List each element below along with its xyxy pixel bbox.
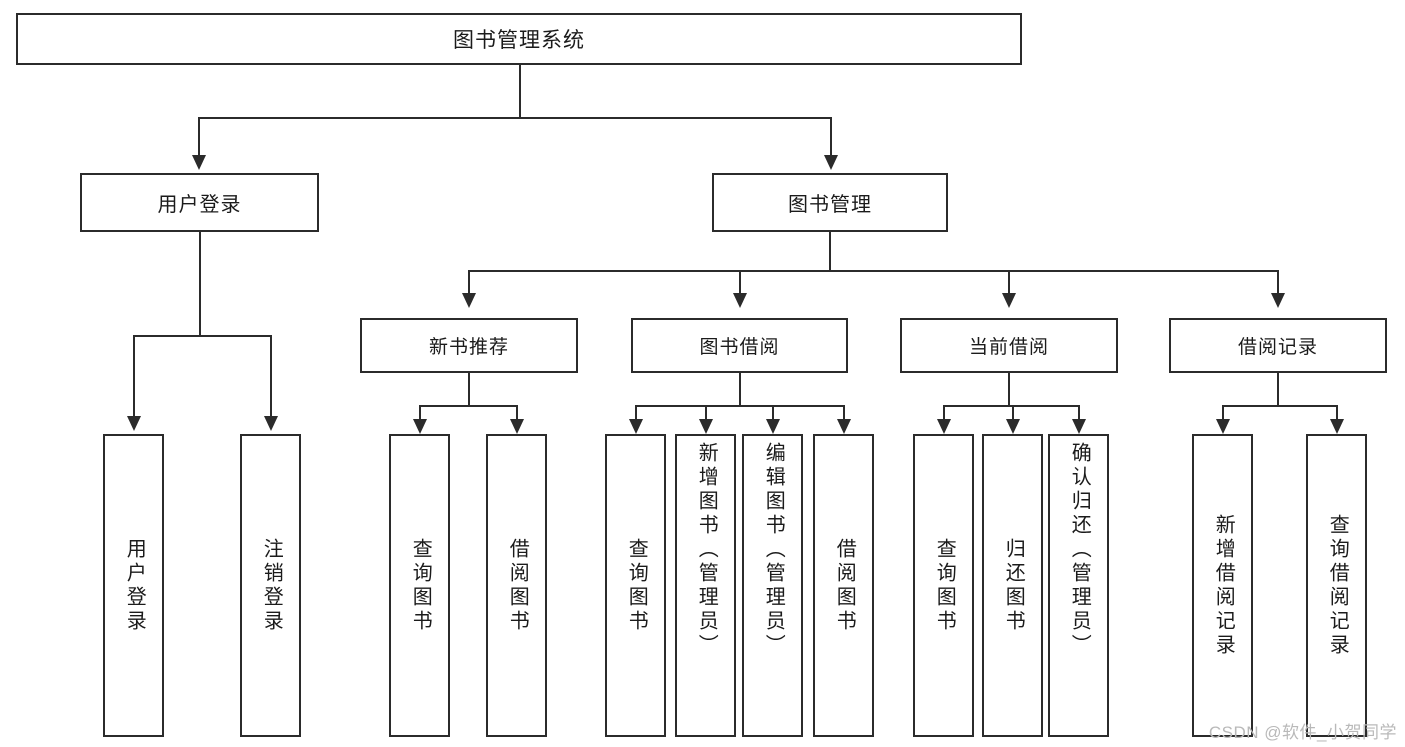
node-borrow-record[interactable]: 借阅记录	[1169, 318, 1387, 373]
edge-bookborrow-bar	[635, 405, 845, 407]
leaf-return-book[interactable]: 归还图书	[982, 434, 1043, 737]
arrow-record-d2	[1330, 419, 1344, 434]
arrow-user-to-leaf2	[264, 416, 278, 431]
arrow-root-to-user	[192, 155, 206, 170]
node-current-borrow[interactable]: 当前借阅	[900, 318, 1118, 373]
node-label: 图书管理	[788, 194, 872, 216]
edge-book-bar	[468, 270, 1278, 272]
leaf-query-book-borrow[interactable]: 查询图书	[605, 434, 666, 737]
edge-newbook-d1	[419, 405, 421, 421]
edge-currentborrow-d1	[943, 405, 945, 421]
edge-book-to-current	[1008, 270, 1010, 295]
leaf-borrow-book-recommend[interactable]: 借阅图书	[486, 434, 547, 737]
arrow-newbook-d1	[413, 419, 427, 434]
leaf-borrow-book[interactable]: 借阅图书	[813, 434, 874, 737]
arrow-bookborrow-d2	[699, 419, 713, 434]
node-label: 用户登录	[123, 537, 146, 634]
arrow-bookborrow-d1	[629, 419, 643, 434]
arrow-newbook-d2	[510, 419, 524, 434]
node-label: 查询图书	[933, 537, 956, 634]
node-label: 用户登录	[157, 194, 242, 216]
leaf-logout[interactable]: 注销登录	[240, 434, 301, 737]
node-label: 查询图书	[409, 537, 432, 634]
node-label: 借阅图书	[833, 537, 856, 634]
watermark-text: CSDN @软件_小贺同学	[1208, 723, 1397, 742]
node-root[interactable]: 图书管理系统	[16, 13, 1022, 65]
leaf-add-book-admin[interactable]: 新增图书（管理员）	[675, 434, 736, 737]
node-label: 注销登录	[260, 537, 283, 634]
node-book-management[interactable]: 图书管理	[712, 173, 948, 232]
edge-record-d1	[1222, 405, 1224, 421]
arrow-book-to-current	[1002, 293, 1016, 308]
edge-root-to-user	[198, 117, 200, 157]
edge-book-to-record	[1277, 270, 1279, 295]
leaf-confirm-return-admin[interactable]: 确认归还（管理员）	[1048, 434, 1109, 737]
edge-currentborrow-trunk	[1008, 373, 1010, 406]
arrow-book-to-borrow	[733, 293, 747, 308]
edge-user-to-leaf1	[133, 335, 135, 418]
edge-user-trunk	[199, 232, 201, 336]
leaf-query-book-recommend[interactable]: 查询图书	[389, 434, 450, 737]
edge-newbook-trunk	[468, 373, 470, 406]
edge-bookborrow-d4	[843, 405, 845, 421]
edge-user-bar	[133, 335, 272, 337]
arrow-record-d1	[1216, 419, 1230, 434]
node-label: 图书管理系统	[453, 29, 585, 52]
node-book-borrow[interactable]: 图书借阅	[631, 318, 848, 373]
edge-record-trunk	[1277, 373, 1279, 406]
edge-book-to-borrow	[739, 270, 741, 295]
edge-bookborrow-trunk	[739, 373, 741, 406]
node-label: 查询图书	[625, 537, 648, 634]
leaf-user-login[interactable]: 用户登录	[103, 434, 164, 737]
node-label: 借阅图书	[506, 537, 529, 634]
edge-bookborrow-d2	[705, 405, 707, 421]
edge-newbook-bar	[419, 405, 518, 407]
arrow-book-to-newbook	[462, 293, 476, 308]
edge-bookborrow-d3	[772, 405, 774, 421]
arrow-book-to-record	[1271, 293, 1285, 308]
edge-record-d2	[1336, 405, 1338, 421]
arrow-bookborrow-d3	[766, 419, 780, 434]
edge-book-to-newbook	[468, 270, 470, 295]
leaf-query-borrow-record[interactable]: 查询借阅记录	[1306, 434, 1367, 737]
leaf-query-book-current[interactable]: 查询图书	[913, 434, 974, 737]
edge-bookborrow-d1	[635, 405, 637, 421]
node-user-login[interactable]: 用户登录	[80, 173, 319, 232]
node-label: 确认归还（管理员）	[1068, 442, 1091, 658]
node-label: 借阅记录	[1237, 337, 1318, 358]
edge-currentborrow-bar	[943, 405, 1080, 407]
edge-root-to-book	[830, 117, 832, 157]
leaf-add-borrow-record[interactable]: 新增借阅记录	[1192, 434, 1253, 737]
edge-record-bar	[1222, 405, 1338, 407]
node-label: 图书借阅	[699, 337, 780, 358]
edge-root-trunk	[519, 65, 521, 118]
edge-currentborrow-d3	[1078, 405, 1080, 421]
node-label: 当前借阅	[968, 337, 1049, 358]
node-label: 归还图书	[1002, 537, 1025, 634]
leaf-edit-book-admin[interactable]: 编辑图书（管理员）	[742, 434, 803, 737]
edge-user-to-leaf2	[270, 335, 272, 418]
edge-root-bar	[198, 117, 832, 119]
arrow-user-to-leaf1	[127, 416, 141, 431]
node-new-book-recommend[interactable]: 新书推荐	[360, 318, 578, 373]
node-label: 查询借阅记录	[1326, 513, 1349, 658]
edge-book-trunk	[829, 232, 831, 271]
node-label: 新书推荐	[428, 337, 509, 358]
edge-newbook-d2	[516, 405, 518, 421]
node-label: 新增图书（管理员）	[695, 442, 718, 658]
arrow-root-to-book	[824, 155, 838, 170]
arrow-currentborrow-d2	[1006, 419, 1020, 434]
node-label: 编辑图书（管理员）	[762, 442, 785, 658]
edge-currentborrow-d2	[1012, 405, 1014, 421]
arrow-currentborrow-d1	[937, 419, 951, 434]
node-label: 新增借阅记录	[1212, 513, 1235, 658]
arrow-bookborrow-d4	[837, 419, 851, 434]
arrow-currentborrow-d3	[1072, 419, 1086, 434]
